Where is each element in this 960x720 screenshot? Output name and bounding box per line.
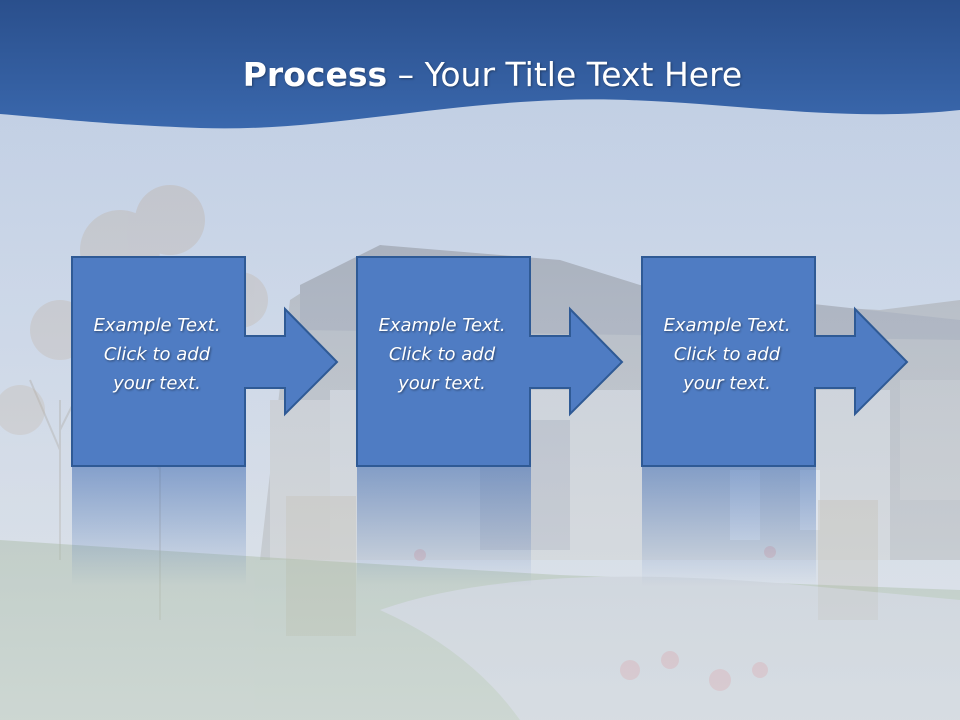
step-2-text: Example Text. Click to add your text. bbox=[356, 311, 528, 398]
step-3-reflection bbox=[642, 466, 816, 586]
title-rest: – Your Title Text Here bbox=[387, 55, 743, 94]
step-1-line-1: Example Text. bbox=[93, 315, 221, 336]
step-3-line-3: your text. bbox=[683, 373, 771, 394]
step-1-line-2: Click to add bbox=[103, 344, 211, 365]
step-2-line-3: your text. bbox=[398, 373, 486, 394]
header-band bbox=[0, 0, 960, 129]
step-2-line-1: Example Text. bbox=[378, 315, 506, 336]
page-title[interactable]: Process – Your Title Text Here bbox=[0, 52, 960, 98]
right-arrow-icon bbox=[71, 256, 339, 467]
step-2-line-2: Click to add bbox=[388, 344, 496, 365]
process-step-3[interactable]: Example Text. Click to add your text. bbox=[641, 256, 911, 468]
title-bold: Process bbox=[242, 55, 388, 94]
step-3-text: Example Text. Click to add your text. bbox=[641, 311, 813, 398]
step-1-reflection bbox=[72, 466, 246, 586]
right-arrow-icon bbox=[641, 256, 909, 467]
step-1-line-3: your text. bbox=[113, 373, 201, 394]
right-arrow-icon bbox=[356, 256, 624, 467]
process-step-1[interactable]: Example Text. Click to add your text. bbox=[71, 256, 341, 468]
step-3-line-1: Example Text. bbox=[663, 315, 791, 336]
step-1-text: Example Text. Click to add your text. bbox=[71, 311, 243, 398]
process-step-2[interactable]: Example Text. Click to add your text. bbox=[356, 256, 626, 468]
step-3-line-2: Click to add bbox=[673, 344, 781, 365]
step-2-reflection bbox=[357, 466, 531, 586]
